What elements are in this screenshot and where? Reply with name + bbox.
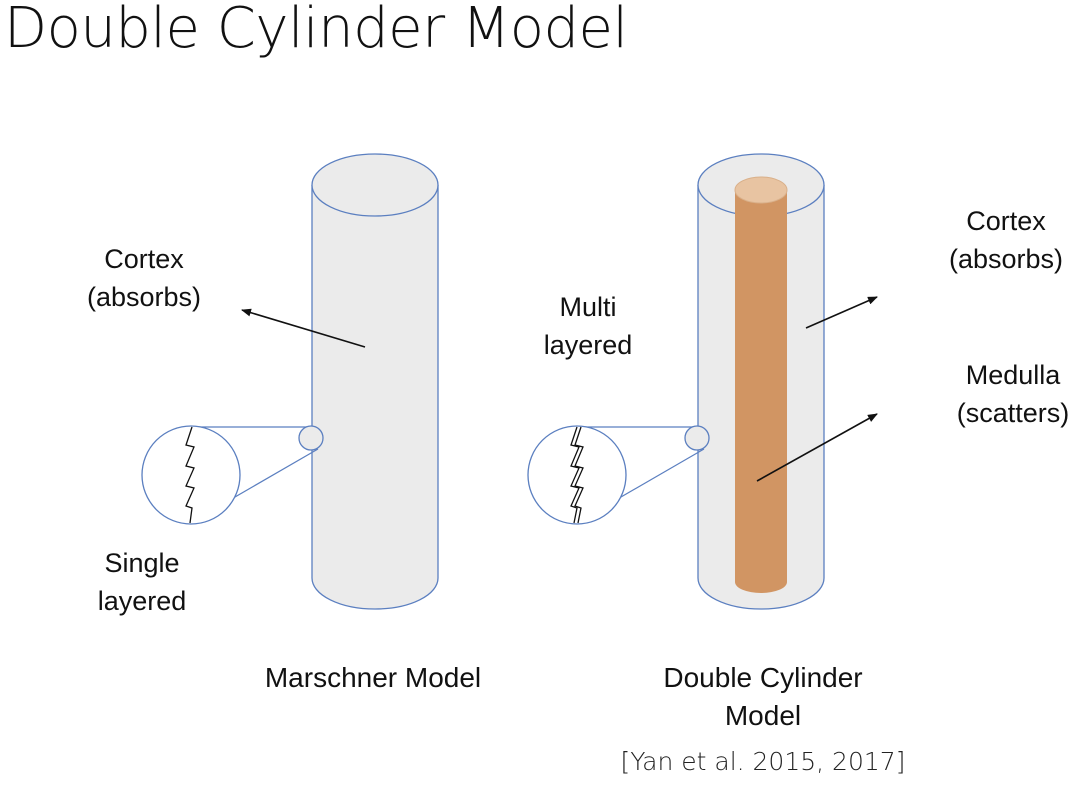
multi-layer-magnifier	[527, 425, 710, 525]
cortex-arrow-left	[241, 308, 366, 348]
citation: [Yan et al. 2015, 2017]	[620, 747, 906, 776]
multi-layer-zigzag-1	[570, 426, 580, 524]
left-cortex-label: Cortex(absorbs)	[86, 244, 202, 312]
medulla-cylinder	[734, 176, 788, 593]
right-cortex-label: Cortex(absorbs)	[948, 206, 1064, 274]
medulla-label: Medulla(scatters)	[956, 360, 1070, 428]
medulla-arrow	[756, 413, 878, 482]
single-layer-magnifier	[141, 425, 324, 525]
multi-layer-zigzag-2	[574, 426, 584, 524]
marschner-cylinder	[311, 153, 439, 610]
marschner-caption: Marschner Model	[264, 662, 482, 693]
single-layer-zigzag	[185, 426, 195, 524]
slide-title: Double Cylinder Model	[4, 0, 628, 61]
cortex-arrow-right	[805, 296, 878, 329]
